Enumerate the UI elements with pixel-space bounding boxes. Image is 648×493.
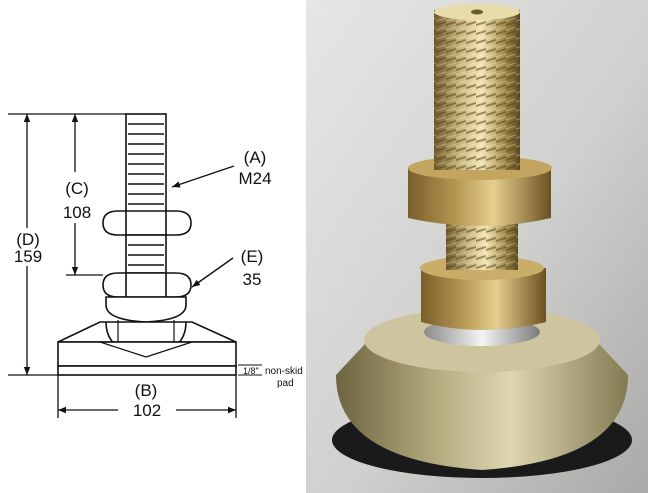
dimension-c-letter: (C) — [65, 179, 89, 198]
dimension-c-value: 108 — [63, 203, 91, 222]
leveler-outline — [57, 113, 237, 376]
base-cone — [57, 321, 237, 343]
pad-thickness: 1/8" — [243, 366, 259, 376]
non-skid-pad-shape — [57, 365, 237, 376]
dimension-c-lines — [66, 114, 103, 276]
callout-a-arrow — [171, 165, 235, 188]
base-plate — [57, 341, 237, 367]
callout-e-value: 35 — [243, 270, 262, 289]
dimension-d-lines — [8, 113, 126, 376]
callout-a-letter: (A) — [244, 148, 267, 167]
callout-a-value: M24 — [238, 169, 271, 188]
technical-drawing: (D) 159 (C) 108 (A) M24 (E) 35 1/8" non-… — [8, 113, 303, 420]
lower-nut — [102, 272, 192, 298]
thread-lines — [128, 123, 164, 205]
dimension-b-value: 102 — [133, 401, 161, 420]
pad-note-line1: non-skid — [265, 366, 303, 377]
ball-housing — [105, 296, 187, 323]
pad-note-line2: pad — [277, 378, 294, 389]
stud-upper — [125, 113, 167, 213]
dimension-b-letter: (B) — [135, 381, 158, 400]
callout-e-arrow — [191, 257, 234, 288]
callout-e-letter: (E) — [241, 247, 264, 266]
pad-note-lines — [238, 364, 262, 376]
stud-lower — [125, 234, 167, 274]
product-photo — [306, 0, 648, 493]
dimension-d-value: 159 — [14, 247, 42, 266]
upper-nut — [102, 210, 192, 236]
dimension-d-letter: (D) — [16, 230, 40, 249]
dimension-b-lines — [57, 375, 237, 418]
